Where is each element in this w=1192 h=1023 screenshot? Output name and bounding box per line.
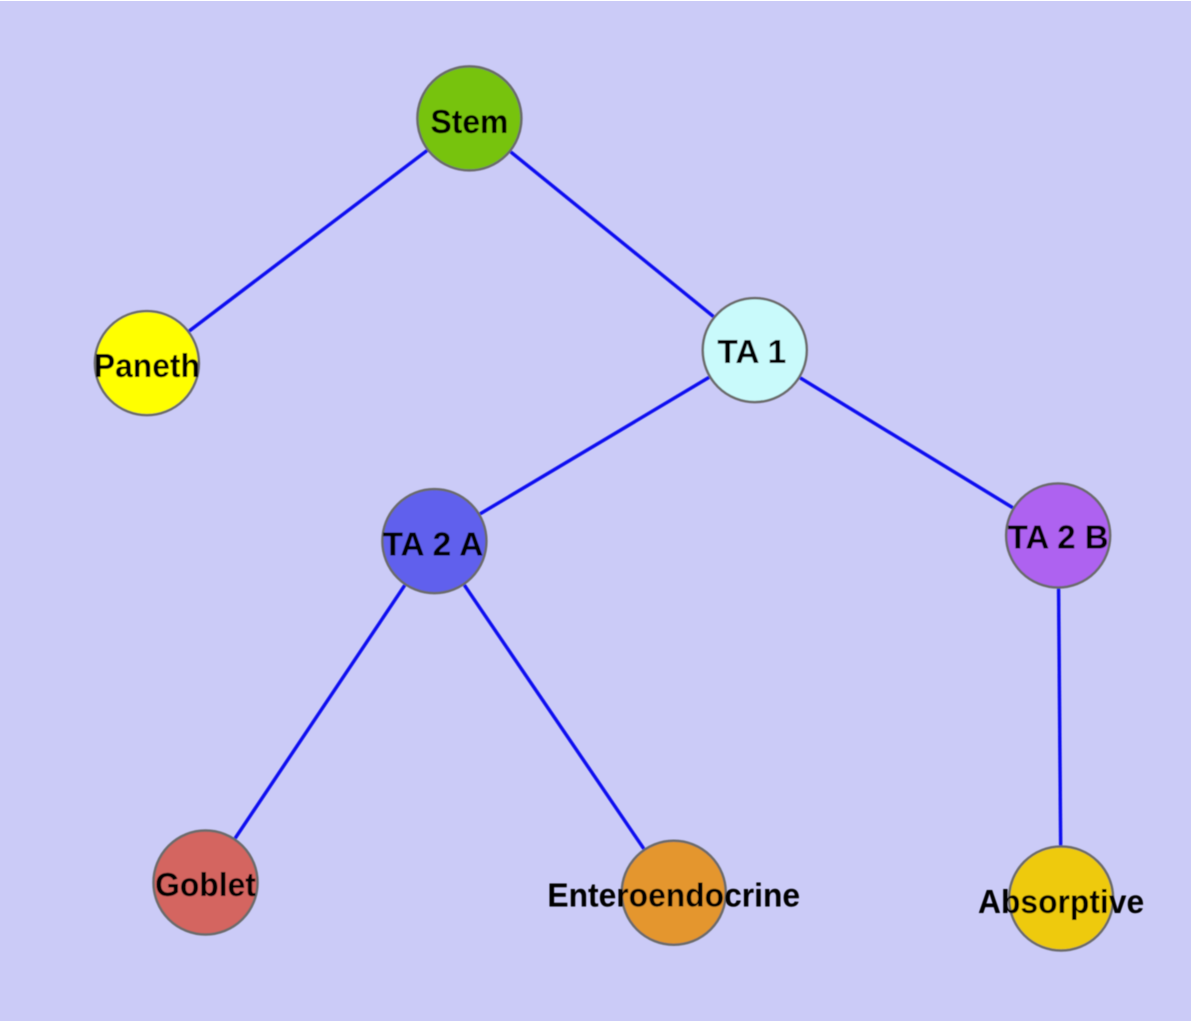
svg-text:TA 2 A: TA 2 A [383,526,484,563]
svg-text:Goblet: Goblet [155,867,256,904]
svg-text:Enteroendocrine: Enteroendocrine [547,878,800,915]
svg-text:TA 2 B: TA 2 B [1008,519,1109,556]
svg-text:Paneth: Paneth [94,348,200,385]
svg-text:Stem: Stem [431,104,509,141]
svg-text:TA 1: TA 1 [717,334,786,371]
svg-text:Absorptive: Absorptive [978,884,1144,921]
